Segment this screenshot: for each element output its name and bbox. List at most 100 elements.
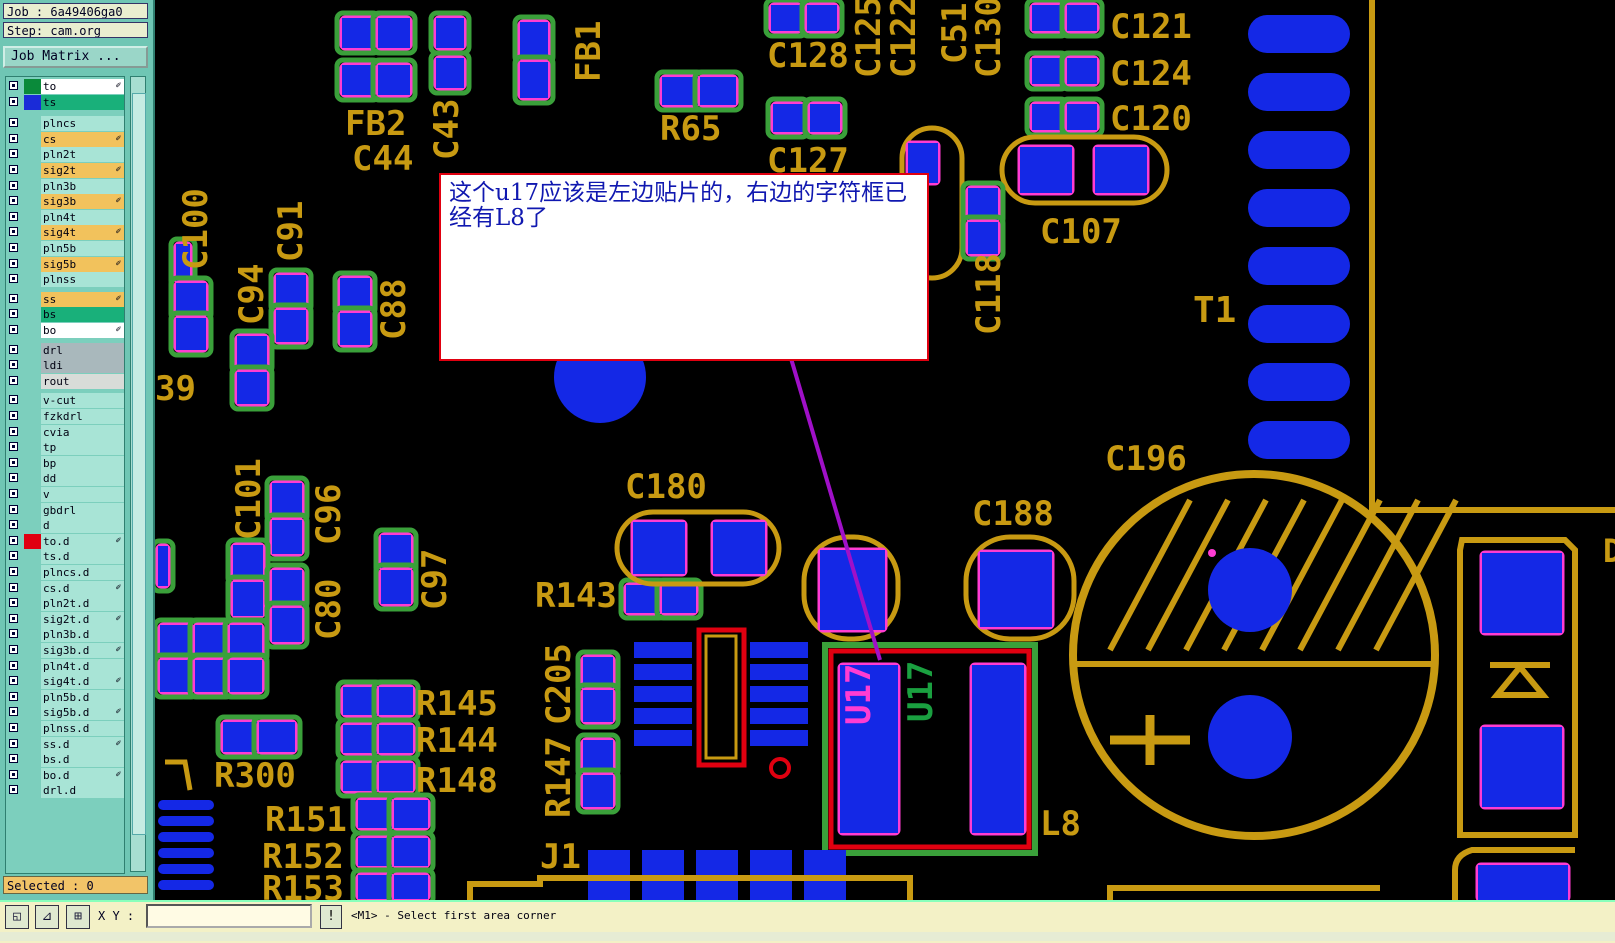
- layer-name[interactable]: pln5b.d: [41, 689, 124, 705]
- layer-name[interactable]: plnss: [41, 272, 124, 288]
- job-matrix-button[interactable]: Job Matrix ...: [3, 46, 148, 68]
- layer-row-bs.d[interactable]: bs.d: [6, 752, 124, 768]
- layer-row-pln2t[interactable]: pln2t: [6, 147, 124, 163]
- layer-name[interactable]: sig3b✐: [41, 194, 124, 210]
- layer-color-swatch[interactable]: [24, 358, 41, 374]
- layer-color-swatch[interactable]: [24, 455, 41, 471]
- layer-checkbox[interactable]: [9, 504, 18, 514]
- layer-color-swatch[interactable]: [24, 291, 41, 307]
- layer-row-drl[interactable]: drl: [6, 342, 124, 358]
- layer-checkbox[interactable]: [9, 274, 18, 284]
- layer-color-swatch[interactable]: [24, 209, 41, 225]
- layer-checkbox[interactable]: [9, 227, 18, 237]
- layer-row-plncs.d[interactable]: plncs.d: [6, 565, 124, 580]
- layer-checkbox[interactable]: [9, 325, 18, 334]
- layer-row-plncs[interactable]: plncs: [6, 116, 124, 132]
- layer-row-v-cut[interactable]: v-cut: [6, 393, 124, 409]
- layer-row-cvia[interactable]: cvia: [6, 424, 124, 440]
- layer-name[interactable]: pln5b: [41, 241, 124, 256]
- layer-name[interactable]: drl.d: [41, 783, 124, 799]
- layer-row-sig2t.d[interactable]: sig2t.d✐: [6, 611, 124, 627]
- layer-checkbox[interactable]: [9, 293, 18, 303]
- layer-color-swatch[interactable]: [24, 643, 41, 658]
- layer-name[interactable]: plncs: [41, 116, 124, 132]
- layer-checkbox[interactable]: [9, 395, 18, 405]
- layer-row-sig3b[interactable]: sig3b✐: [6, 194, 124, 210]
- layer-checkbox[interactable]: [9, 551, 18, 561]
- layer-color-swatch[interactable]: [24, 373, 41, 389]
- layer-color-swatch[interactable]: [24, 611, 41, 627]
- layer-checkbox[interactable]: [9, 258, 18, 268]
- layer-row-pln5b.d[interactable]: pln5b.d: [6, 689, 124, 705]
- layer-checkbox[interactable]: [9, 81, 18, 90]
- layer-name[interactable]: dd: [41, 471, 124, 487]
- layer-checkbox[interactable]: [9, 489, 18, 498]
- layer-color-swatch[interactable]: [24, 471, 41, 487]
- info-button[interactable]: !: [320, 905, 342, 929]
- layer-checkbox[interactable]: [9, 344, 18, 354]
- layer-checkbox[interactable]: [9, 309, 18, 319]
- layer-row-sig5b[interactable]: sig5b✐: [6, 256, 124, 272]
- layer-row-pln5b[interactable]: pln5b: [6, 241, 124, 256]
- layer-name[interactable]: ss.d✐: [41, 736, 124, 752]
- layer-color-swatch[interactable]: [24, 705, 41, 721]
- layer-name[interactable]: pln4t.d: [41, 658, 124, 674]
- layer-name[interactable]: sig3b.d✐: [41, 643, 124, 658]
- layer-color-swatch[interactable]: [24, 721, 41, 736]
- layer-color-swatch[interactable]: [24, 487, 41, 502]
- layer-color-swatch[interactable]: [24, 194, 41, 210]
- layer-name[interactable]: pln3b.d: [41, 627, 124, 643]
- layer-color-swatch[interactable]: [24, 549, 41, 565]
- layer-color-swatch[interactable]: [24, 225, 41, 241]
- layer-name[interactable]: ss✐: [41, 291, 124, 307]
- layer-row-sig4t[interactable]: sig4t✐: [6, 225, 124, 241]
- layer-name[interactable]: sig5b✐: [41, 256, 124, 272]
- layer-checkbox[interactable]: [9, 411, 18, 420]
- layer-row-sig2t[interactable]: sig2t✐: [6, 163, 124, 178]
- layer-name[interactable]: v-cut: [41, 393, 124, 409]
- layer-color-swatch[interactable]: [24, 440, 41, 456]
- layer-row-ts[interactable]: ts: [6, 94, 124, 110]
- layer-color-swatch[interactable]: [24, 783, 41, 799]
- layer-checkbox[interactable]: [9, 598, 18, 608]
- layer-row-bs[interactable]: bs: [6, 307, 124, 323]
- layer-checkbox[interactable]: [9, 567, 18, 576]
- layer-color-swatch[interactable]: [24, 502, 41, 518]
- layer-checkbox[interactable]: [9, 723, 18, 732]
- layer-color-swatch[interactable]: [24, 147, 41, 163]
- layer-name[interactable]: ts: [41, 94, 124, 110]
- layer-row-ss.d[interactable]: ss.d✐: [6, 736, 124, 752]
- layer-name[interactable]: cs.d✐: [41, 580, 124, 596]
- layer-color-swatch[interactable]: [24, 178, 41, 194]
- layer-name[interactable]: bo✐: [41, 323, 124, 338]
- layer-row-pln4t[interactable]: pln4t: [6, 209, 124, 225]
- layer-name[interactable]: sig5b.d✐: [41, 705, 124, 721]
- layer-row-sig3b.d[interactable]: sig3b.d✐: [6, 643, 124, 658]
- layer-name[interactable]: pln3b: [41, 178, 124, 194]
- layer-color-swatch[interactable]: [24, 272, 41, 288]
- layer-row-pln3b.d[interactable]: pln3b.d: [6, 627, 124, 643]
- layer-name[interactable]: to.d✐: [41, 533, 124, 549]
- layer-checkbox[interactable]: [9, 520, 18, 530]
- layer-color-swatch[interactable]: [24, 424, 41, 440]
- layer-checkbox[interactable]: [9, 180, 18, 190]
- layer-row-bo.d[interactable]: bo.d✐: [6, 767, 124, 783]
- layer-checkbox[interactable]: [9, 676, 18, 686]
- layer-row-pln4t.d[interactable]: pln4t.d: [6, 658, 124, 674]
- measure-icon[interactable]: ⊿: [35, 905, 59, 929]
- snap-grid-icon[interactable]: ⊞: [66, 905, 90, 929]
- layer-row-plnss.d[interactable]: plnss.d: [6, 721, 124, 736]
- layer-row-ts.d[interactable]: ts.d: [6, 549, 124, 565]
- layer-checkbox[interactable]: [9, 691, 18, 701]
- layer-checkbox[interactable]: [9, 360, 18, 370]
- layer-name[interactable]: d: [41, 518, 124, 534]
- layer-row-ss[interactable]: ss✐: [6, 291, 124, 307]
- layer-name[interactable]: to✐: [41, 79, 124, 94]
- layer-row-gbdrl[interactable]: gbdrl: [6, 502, 124, 518]
- layer-color-swatch[interactable]: [24, 580, 41, 596]
- layer-row-cs[interactable]: cs✐: [6, 131, 124, 147]
- layer-name[interactable]: sig4t✐: [41, 225, 124, 241]
- layer-checkbox[interactable]: [9, 645, 18, 654]
- layer-row-dd[interactable]: dd: [6, 471, 124, 487]
